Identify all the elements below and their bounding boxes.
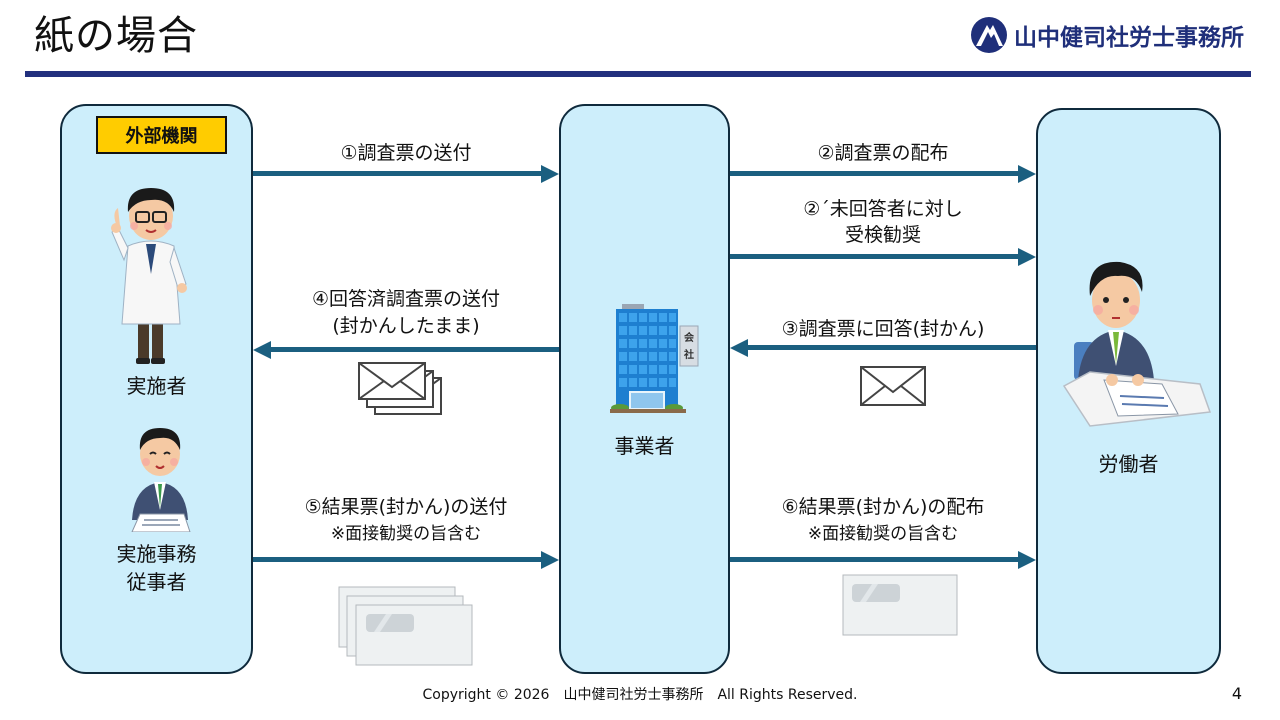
external-organization-badge: 外部機関 (96, 116, 227, 154)
flow-5-label-line1: ⑤結果票(封かん)の送付 (304, 496, 508, 518)
flow-2-arrow (730, 165, 1036, 183)
actor-employer-label: 事業者 (614, 434, 675, 458)
flow-4-arrow (253, 341, 559, 359)
flow-2b-arrow (730, 248, 1036, 266)
actor-staff-label-line2: 従事者 (126, 570, 187, 594)
actor-implementer-label: 実施者 (126, 374, 187, 398)
page-title: 紙の場合 (34, 13, 198, 59)
logo-text: 山中健司社労士事務所 (1014, 25, 1244, 51)
worker-at-desk-illustration (1062, 261, 1212, 427)
flow-2b-label-line2: 受検勧奨 (844, 224, 921, 246)
mountain-logo-icon (971, 17, 1007, 53)
flow-5-label-line2: ※面接勧奨の旨含む (330, 524, 482, 544)
flow-4-label-line2: (封かんしたまま) (332, 315, 480, 337)
company-logo: 山中健司社労士事務所 (970, 16, 1244, 54)
flow-1-label: ①調査票の送付 (340, 142, 472, 164)
svg-text:社: 社 (683, 348, 694, 361)
company-building-illustration: 会 社 (610, 304, 699, 413)
page-number: 4 (1231, 684, 1242, 703)
flow-6-arrow (730, 551, 1036, 569)
staff-illustration (131, 428, 191, 532)
flow-3-label: ③調査票に回答(封かん) (781, 318, 985, 340)
doctor-illustration (111, 188, 187, 364)
flow-2-label: ②調査票の配布 (817, 142, 949, 164)
envelope-stack-icon (358, 362, 442, 415)
flow-2b-label-line1: ②´未回答者に対し (803, 198, 963, 220)
flow-6-label-line1: ⑥結果票(封かん)の配布 (781, 496, 985, 518)
flow-6-label-line2: ※面接勧奨の旨含む (807, 524, 959, 544)
lane-employer (559, 104, 730, 674)
svg-text:会: 会 (684, 331, 694, 344)
actor-worker-label: 労働者 (1098, 452, 1159, 476)
flow-5-arrow (253, 551, 559, 569)
copyright-footer: Copyright © 2026 山中健司社労士事務所 All Rights R… (422, 687, 858, 703)
window-envelope-stack-icon (338, 586, 473, 666)
flow-3-arrow (730, 339, 1036, 357)
actor-staff-label-line1: 実施事務 (116, 542, 197, 566)
lane-external-organization (60, 104, 253, 674)
envelope-icon (860, 366, 926, 406)
window-envelope-icon (842, 574, 958, 636)
header-divider (25, 71, 1251, 77)
flow-1-arrow (253, 165, 559, 183)
flow-4-label-line1: ④回答済調査票の送付 (311, 288, 501, 310)
